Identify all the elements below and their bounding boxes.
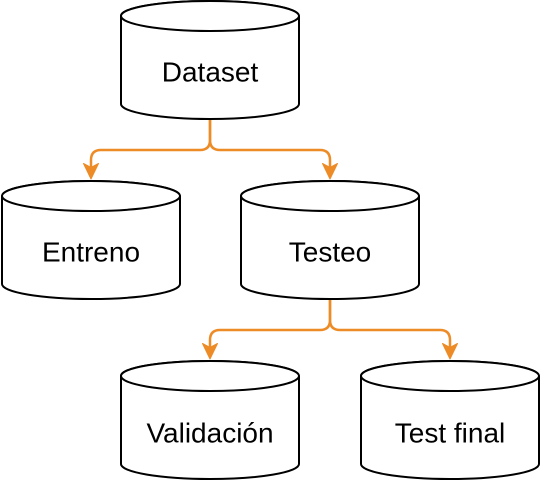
node-validacion: Validación	[120, 360, 300, 480]
arrowhead-icon	[322, 163, 338, 180]
node-label-test-final: Test final	[395, 417, 506, 448]
edge-dataset-entreno	[83, 118, 212, 180]
node-entreno: Entreno	[1, 180, 181, 300]
node-label-validacion: Validación	[146, 417, 273, 448]
arrowhead-icon	[202, 343, 218, 360]
node-testeo: Testeo	[240, 180, 420, 300]
node-label-entreno: Entreno	[42, 236, 140, 267]
edge-testeo-validacion	[202, 298, 332, 360]
edge-dataset-testeo	[208, 118, 338, 180]
edge-testeo-test-final	[328, 298, 458, 360]
arrowhead-icon	[442, 343, 458, 360]
node-label-dataset: Dataset	[162, 56, 259, 87]
arrowhead-icon	[83, 163, 99, 180]
node-label-testeo: Testeo	[289, 236, 372, 267]
node-test-final: Test final	[360, 360, 540, 480]
node-dataset: Dataset	[120, 0, 300, 120]
